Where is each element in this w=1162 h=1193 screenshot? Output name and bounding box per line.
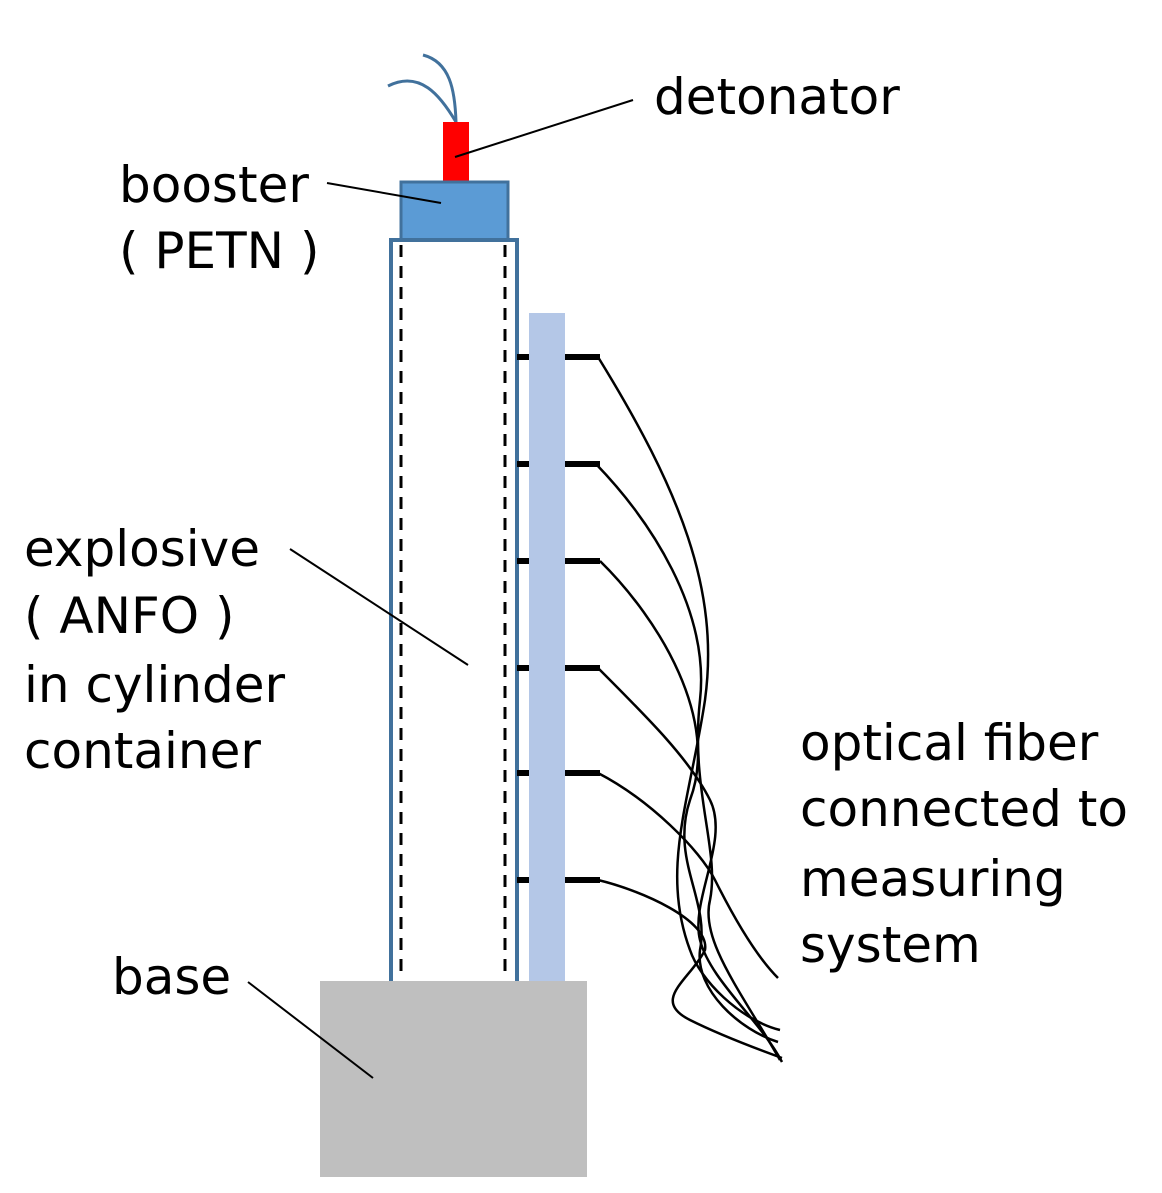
base-leader <box>247 981 374 1079</box>
detonator <box>443 122 469 182</box>
explosive-container-label-1: in cylinder <box>24 656 286 714</box>
booster-leader <box>326 182 442 204</box>
explosive-leader <box>289 548 469 666</box>
detonator-wire-1 <box>422 53 458 123</box>
optical-fiber <box>597 667 784 1063</box>
optical-fiber-label-1: optical fiber <box>800 714 1099 772</box>
detonator-label: detonator <box>654 68 900 126</box>
optical-fiber-label-4: system <box>800 916 981 974</box>
optical-fiber-label-2: connected to <box>800 780 1128 838</box>
explosive-material-label: ( ANFO ) <box>24 587 235 645</box>
booster-label: booster <box>119 156 309 214</box>
probe-bar <box>529 313 565 983</box>
optical-fiber <box>597 878 783 1060</box>
cylinder-container <box>389 238 519 982</box>
base-label: base <box>112 948 232 1006</box>
optical-fiber <box>599 560 779 1044</box>
optical-fiber <box>596 356 781 1032</box>
explosive-container-label-2: container <box>24 722 261 780</box>
optical-fiber <box>597 771 779 979</box>
booster-material-label: ( PETN ) <box>119 222 320 280</box>
optical-fiber <box>595 463 782 1061</box>
explosive-label: explosive <box>24 520 260 578</box>
detonator-leader <box>454 99 634 158</box>
optical-fiber-label-3: measuring <box>800 850 1066 908</box>
base <box>320 981 587 1177</box>
detonator-wire-2 <box>387 79 458 123</box>
booster <box>399 180 510 242</box>
fiber-group <box>595 356 784 1063</box>
